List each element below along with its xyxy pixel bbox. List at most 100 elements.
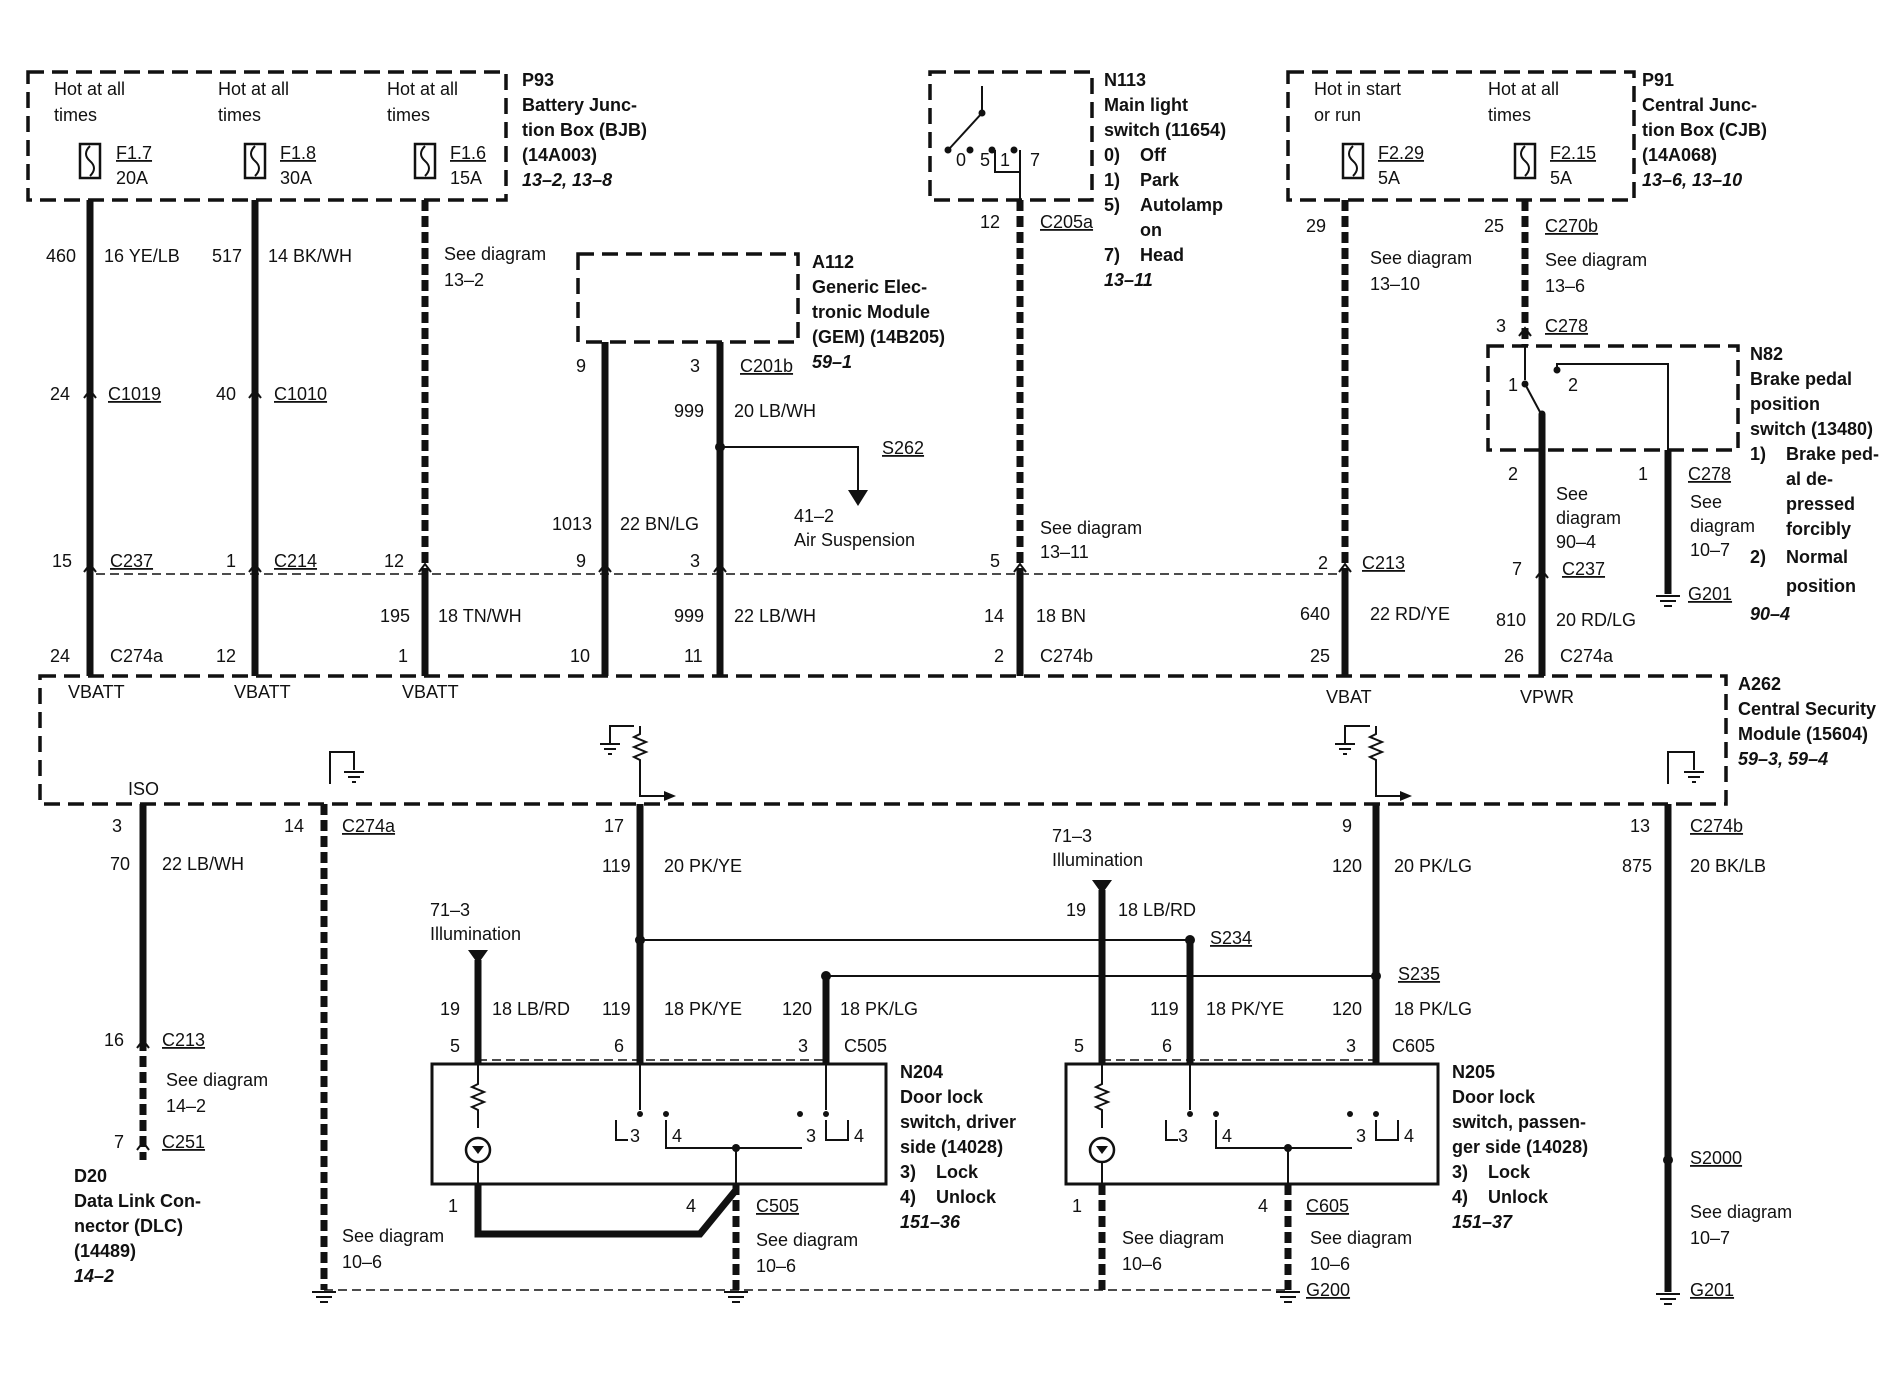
component-name: Brake pedal	[1750, 369, 1852, 389]
see-diagram-ref: diagram	[1556, 508, 1621, 528]
component-name: position	[1750, 394, 1820, 414]
connector-label: C213	[162, 1030, 205, 1050]
wire-spec: 22 RD/YE	[1370, 604, 1450, 624]
switch-common	[1215, 1120, 1352, 1149]
component-name: tion Box (CJB)	[1642, 120, 1767, 140]
component-id: A262	[1738, 674, 1781, 694]
wire-spec: 18 PK/LG	[840, 999, 918, 1019]
fuse-element-icon	[1520, 145, 1530, 177]
circuit-number: 460	[46, 246, 76, 266]
switch-jumper	[994, 150, 1021, 173]
fuse-f1-8: Hot at all times F1.8 30A	[218, 79, 316, 188]
diode-icon	[1096, 1146, 1108, 1154]
switch-pin-label: 4	[672, 1126, 682, 1146]
see-diagram-ref: See	[1556, 484, 1588, 504]
internal-ground-line	[1667, 751, 1695, 784]
pin-number: 3	[112, 816, 122, 836]
mode-label: on	[1140, 220, 1162, 240]
pin-number: 12	[980, 212, 1000, 232]
generic-electronic-module-a112: A112 Generic Elec- tronic Module (GEM) (…	[576, 252, 945, 372]
see-diagram-ref: See diagram	[166, 1070, 268, 1090]
connector-label: C214	[274, 551, 317, 571]
wire-spec: 18 PK/YE	[664, 999, 742, 1019]
component-refs: 90–4	[1750, 604, 1790, 624]
component-name: Main light	[1104, 95, 1188, 115]
circuit-number: 120	[782, 999, 812, 1019]
mode-number: 2)	[1750, 547, 1766, 567]
see-diagram-ref: 90–4	[1556, 532, 1596, 552]
see-diagram-ref: 10–7	[1690, 1228, 1730, 1248]
see-diagram-ref: 71–3	[1052, 826, 1092, 846]
pin-number: 12	[384, 551, 404, 571]
brake-switch-boundary	[1486, 344, 1740, 452]
ground-label: G201	[1690, 1280, 1734, 1300]
connector-label: C274a	[342, 816, 396, 836]
switch-pin-label: 4	[854, 1126, 864, 1146]
connector-label: C278	[1688, 464, 1731, 484]
connector-label: C213	[1362, 553, 1405, 573]
fuse-element-icon	[420, 145, 430, 177]
wire-spec: 20 LB/WH	[734, 401, 816, 421]
mode-number: 3)	[900, 1162, 916, 1182]
pin-number: 16	[104, 1030, 124, 1050]
component-name: (GEM) (14B205)	[812, 327, 945, 347]
pin-number: 3	[690, 551, 700, 571]
wire-spec: 20 RD/LG	[1556, 610, 1636, 630]
circuit-number: 120	[1332, 999, 1362, 1019]
fuse-element-icon	[1348, 145, 1358, 177]
pin-number: 6	[1162, 1036, 1172, 1056]
component-name: Central Junc-	[1642, 95, 1757, 115]
resistor-icon	[1367, 726, 1385, 790]
see-diagram-ref: See diagram	[342, 1226, 444, 1246]
resistor-icon	[1093, 1064, 1111, 1128]
component-name: Door lock	[900, 1087, 984, 1107]
switch-common	[665, 1120, 802, 1149]
component-refs: 151–37	[1452, 1212, 1513, 1232]
switch-contact	[663, 1111, 669, 1117]
switch-contact	[1373, 1111, 1379, 1117]
pin-number: 3	[1346, 1036, 1356, 1056]
pin-number: 7	[114, 1132, 124, 1152]
pin-number: 2	[994, 646, 1004, 666]
connector-marker-icon	[418, 562, 432, 573]
pin-label: ISO	[128, 779, 159, 799]
component-name: switch, passen-	[1452, 1112, 1586, 1132]
see-diagram-ref: 10–6	[342, 1252, 382, 1272]
fuse-label: Hot at all	[54, 79, 125, 99]
central-security-module-a262: VBATT VBATT VBATT VBAT VPWR ISO A262 Cen…	[38, 674, 1876, 806]
connector-marker-icon	[1013, 562, 1027, 573]
switch-pin-label: 7	[1030, 150, 1040, 170]
component-name: Generic Elec-	[812, 277, 927, 297]
component-refs: 151–36	[900, 1212, 961, 1232]
connector-marker-icon	[598, 562, 612, 573]
switch-contact-4	[825, 1120, 849, 1141]
ground-icon	[312, 1291, 336, 1303]
connector-marker-icon	[248, 562, 262, 573]
fuse-rating: 5A	[1550, 168, 1572, 188]
see-diagram-ref: 13–2	[444, 270, 484, 290]
circuit-number: 999	[674, 606, 704, 626]
component-refs: 14–2	[74, 1266, 114, 1286]
splice-label: S262	[882, 438, 924, 458]
connector-label: C251	[162, 1132, 205, 1152]
switch-pin-label: 4	[1222, 1126, 1232, 1146]
see-diagram-ref: See diagram	[1545, 250, 1647, 270]
connector-label: C505	[844, 1036, 887, 1056]
pin-number: 40	[216, 384, 236, 404]
ground-icon	[344, 771, 364, 783]
pin-number: 5	[990, 551, 1000, 571]
driver-switch-body	[430, 1062, 888, 1186]
arrow-down-icon	[1092, 880, 1112, 894]
component-name: switch, driver	[900, 1112, 1016, 1132]
ground-label: G201	[1688, 584, 1732, 604]
pin-number: 5	[450, 1036, 460, 1056]
component-refs: 59–1	[812, 352, 852, 372]
connector-marker-icon	[83, 388, 97, 399]
fuse-label: Hot at all	[218, 79, 289, 99]
mode-label: Park	[1140, 170, 1180, 190]
connector-label: C205a	[1040, 212, 1094, 232]
pin-label: VBATT	[234, 682, 291, 702]
connector-label: C237	[1562, 559, 1605, 579]
pin-number: 1	[226, 551, 236, 571]
component-name: Battery Junc-	[522, 95, 637, 115]
